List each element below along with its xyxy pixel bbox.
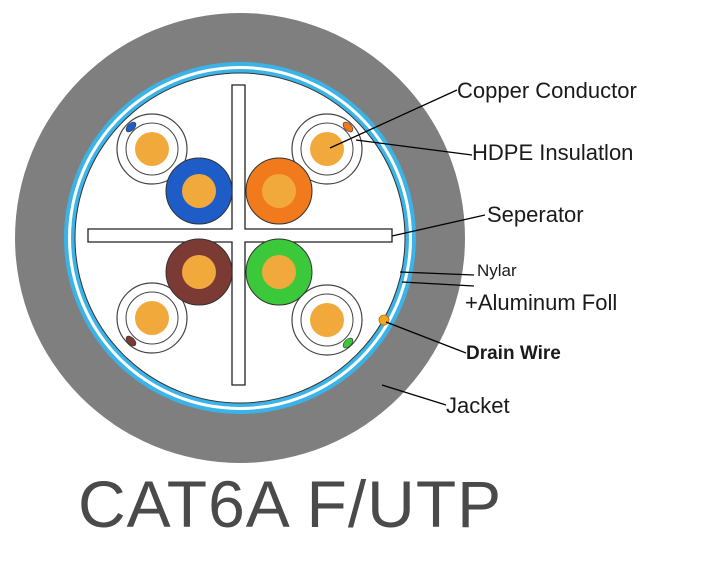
stripe-orange [342,121,354,133]
leader-nylar-1 [399,271,475,276]
label-nylar: Nylar [477,261,517,280]
conductor-brown [165,238,233,306]
conductor-top-left [116,113,188,185]
conductor-bottom-left [116,282,188,354]
stripe-brown [125,335,137,347]
leader-copper-conductor [329,89,458,149]
label-aluminum-foil: +Aluminum Foll [465,290,617,315]
conductor-blue [165,157,233,225]
drain-wire [378,314,390,326]
conductor-bottom-right [291,284,363,356]
leader-drain-wire [385,321,467,354]
stripe-green [342,337,354,349]
label-drain-wire: Drain Wire [466,343,561,364]
label-copper-conductor: Copper Conductor [457,78,637,103]
conductor-green [245,238,313,306]
label-hdpe-insulation: HDPE Insulatlon [472,140,633,165]
conductor-top-right [291,113,363,185]
leader-hdpe-insulation [355,139,473,156]
separator [87,84,393,386]
leader-separator [391,214,486,237]
leader-nylar-2 [401,281,475,287]
label-jacket: Jacket [446,393,510,418]
leader-jacket [381,384,447,406]
stripe-blue [125,121,137,133]
diagram-caption: CAT6A F/UTP [78,467,502,541]
conductor-orange [245,157,313,225]
label-separator: Seperator [487,202,584,227]
